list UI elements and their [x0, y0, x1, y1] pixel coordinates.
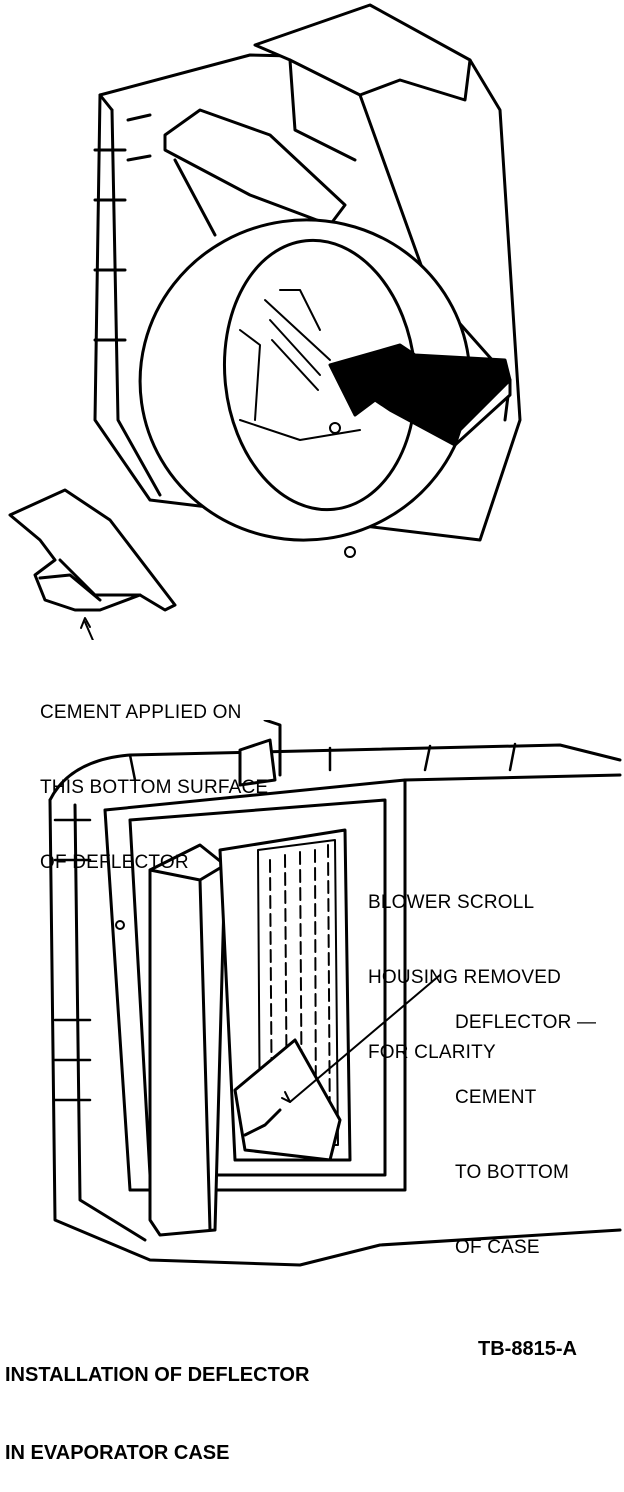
- deflector-leader-line: [289, 974, 441, 1103]
- case-clip: [238, 738, 277, 787]
- evaporator-core: [257, 839, 339, 1146]
- cement-note: CEMENT APPLIED ON THIS BOTTOM SURFACE OF…: [40, 650, 268, 900]
- evaporator-case-illustration: [48, 720, 622, 1267]
- blower-note-line-2: HOUSING REMOVED: [368, 967, 562, 988]
- deflector-note-line-4: OF CASE: [455, 1237, 540, 1258]
- caption-line-2: IN EVAPORATOR CASE: [5, 1442, 230, 1464]
- figure-id: TB-8815-A: [478, 1338, 577, 1360]
- blower-note: BLOWER SCROLL HOUSING REMOVED FOR CLARIT…: [368, 840, 561, 1090]
- cement-note-line-2: THIS BOTTOM SURFACE: [40, 777, 269, 798]
- blower-scroll-illustration: [8, 3, 522, 640]
- cement-note-line-1: CEMENT APPLIED ON: [40, 702, 242, 723]
- deflector-note-line-1: DEFLECTOR —: [455, 1012, 597, 1033]
- blower-note-line-3: FOR CLARITY: [368, 1042, 496, 1063]
- cement-pointer: [84, 621, 94, 640]
- cement-note-line-3: OF DEFLECTOR: [40, 852, 189, 873]
- deflector-part: [8, 488, 177, 612]
- figure-caption: INSTALLATION OF DEFLECTOR IN EVAPORATOR …: [5, 1310, 309, 1492]
- deflector-note-line-3: TO BOTTOM: [455, 1162, 570, 1183]
- deflector-note-line-2: CEMENT: [455, 1087, 537, 1108]
- left-block: [148, 843, 227, 1237]
- blower-note-line-1: BLOWER SCROLL: [368, 892, 535, 913]
- scroll-housing: [253, 3, 472, 102]
- caption-line-1: INSTALLATION OF DEFLECTOR: [5, 1364, 310, 1386]
- deflector-note: DEFLECTOR — CEMENT TO BOTTOM OF CASE: [455, 960, 596, 1285]
